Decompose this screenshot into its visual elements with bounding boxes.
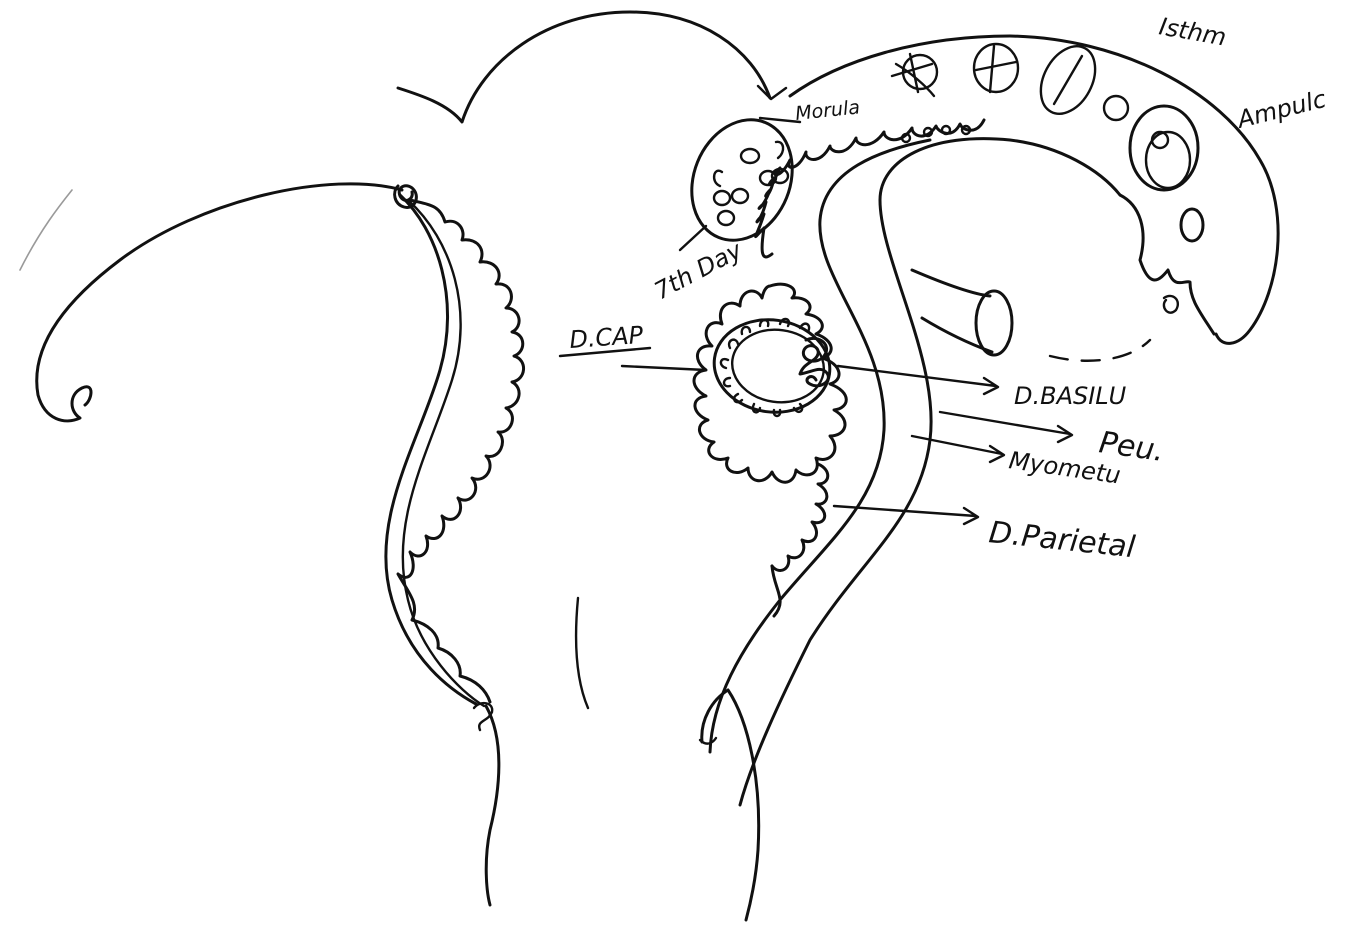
cervix-knot (474, 703, 492, 730)
morula-cell-1 (741, 149, 759, 163)
implanted-blastocyst (694, 284, 846, 616)
d-cap-label: D.CAP (568, 321, 644, 354)
small-stage-circle (1104, 96, 1128, 120)
d-basilis-label: D.BASILU (1014, 382, 1127, 410)
arch-arrowhead (758, 86, 786, 99)
isthmus-label: Isthm (1157, 12, 1228, 51)
morula-label: Morula (794, 96, 861, 125)
cervix-right (702, 690, 759, 920)
right-myometrium-line (710, 140, 930, 752)
cleavage-stages (892, 37, 1198, 190)
d-cap-arrow (622, 366, 706, 370)
follicle-end (976, 291, 1012, 355)
oocyte-elongated-line (1054, 56, 1082, 104)
dashed-curve (1050, 340, 1150, 361)
morula-cell-5 (732, 189, 748, 203)
cervix-left (486, 706, 499, 905)
left-horn-outline (37, 184, 402, 421)
morula-cell-8 (718, 211, 734, 225)
day7-label: 7th Day (650, 236, 748, 306)
tube-fimbriae-knot (1164, 296, 1178, 313)
bead (942, 126, 950, 134)
ampulla-label: Ampulc (1233, 85, 1329, 134)
midline-faint (576, 598, 588, 708)
left-horn-faint-line (20, 190, 72, 270)
morula-cell-2 (776, 142, 783, 158)
d-basilis-arrow (838, 366, 998, 394)
morula-ellipse (674, 105, 809, 256)
morula-group (674, 105, 809, 256)
morula-cell-3 (714, 171, 722, 186)
perimetrium-arrow (940, 412, 1072, 442)
chorionic-sac-outer (708, 312, 836, 419)
day7-leader-line (680, 226, 706, 250)
right-outer-tube-line (790, 36, 1278, 343)
upper-arch (398, 12, 770, 122)
zygote-cross (892, 54, 934, 96)
d-parietalis-label: D.Parietal (987, 515, 1137, 565)
morula-cell-4 (714, 191, 730, 205)
leader-arrows (560, 348, 1072, 524)
oocyte-small (1181, 209, 1203, 241)
